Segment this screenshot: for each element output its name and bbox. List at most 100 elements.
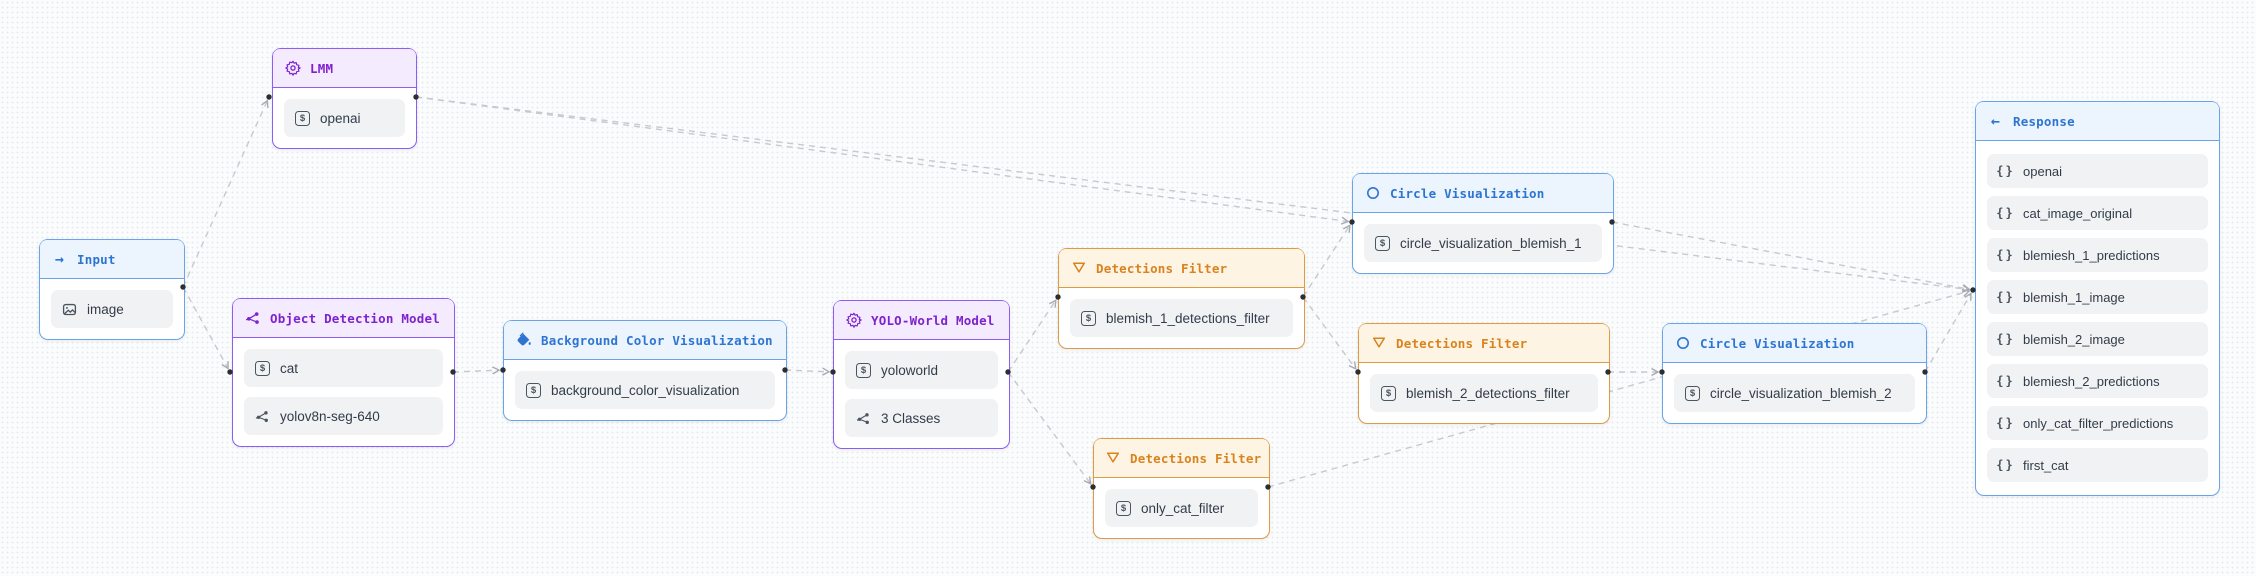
node-body: $yoloworld 3 Classes xyxy=(834,340,1009,448)
node-detections-filter-only-cat[interactable]: Detections Filter $only_cat_filter xyxy=(1093,438,1270,539)
node-item[interactable]: {}cat_image_original xyxy=(1987,196,2208,230)
edge-detections-filter-blemish-1-to-detections-filter-blemish-2 xyxy=(1302,296,1357,370)
node-item[interactable]: $circle_visualization_blemish_2 xyxy=(1674,374,1915,412)
node-title: LMM xyxy=(310,60,334,76)
node-header[interactable]: Detections Filter xyxy=(1059,249,1304,288)
edge-yolo-world-model-to-detections-filter-only-cat xyxy=(1007,371,1092,485)
node-item-label: only_cat_filter xyxy=(1141,500,1225,516)
node-item[interactable]: $cat xyxy=(244,349,443,387)
node-body: $ circle_visualization_blemish_1 xyxy=(1353,213,1613,273)
node-response[interactable]: ←Response{}openai{}cat_image_original{}b… xyxy=(1975,101,2220,496)
arrow-right-icon: → xyxy=(54,249,65,268)
node-header[interactable]: Circle Visualization xyxy=(1663,324,1926,363)
braces-icon: {} xyxy=(1996,332,2015,346)
node-item-label: cat xyxy=(280,360,299,376)
braces-icon: {} xyxy=(1996,290,2015,304)
node-item-label: blemish_2_detections_filter xyxy=(1406,385,1570,401)
node-lmm[interactable]: LMM $openai xyxy=(272,48,417,149)
node-header[interactable]: → Input xyxy=(40,240,184,279)
node-item[interactable]: $ circle_visualization_blemish_1 xyxy=(1364,224,1602,262)
node-item-label: circle_visualization_blemish_1 xyxy=(1400,235,1582,251)
node-item[interactable]: {}blemiesh_1_predictions xyxy=(1987,238,2208,272)
node-item[interactable]: $blemish_1_detections_filter xyxy=(1070,299,1293,337)
funnel-icon xyxy=(1070,260,1087,276)
node-title: Detections Filter xyxy=(1130,450,1262,466)
node-yolo-world-model[interactable]: YOLO-World Model $yoloworld 3 Classes xyxy=(833,300,1010,449)
node-item[interactable]: $ blemish_2_detections_filter xyxy=(1370,374,1598,412)
dollar-square-icon: $ xyxy=(1380,385,1397,401)
node-item[interactable]: $yoloworld xyxy=(845,351,998,389)
image-icon xyxy=(61,302,78,317)
node-header[interactable]: ← Response xyxy=(1976,102,2219,141)
node-body: {}openai{}cat_image_original{}blemiesh_1… xyxy=(1976,141,2219,495)
node-title: Input xyxy=(77,251,116,267)
node-item[interactable]: $background_color_visualization xyxy=(515,371,775,409)
node-title: Response xyxy=(2013,113,2075,129)
dollar-square-icon: $ xyxy=(1374,235,1391,251)
node-header[interactable]: LMM xyxy=(273,49,416,88)
node-item[interactable]: {}only_cat_filter_predictions xyxy=(1987,406,2208,440)
node-header[interactable]: Circle Visualization xyxy=(1353,174,1613,213)
dollar-square-icon: $ xyxy=(294,110,311,126)
node-item[interactable]: {}first_cat xyxy=(1987,448,2208,482)
braces-icon: {} xyxy=(1996,458,2015,472)
node-body: $openai xyxy=(273,88,416,148)
node-item-label: blemish_1_image xyxy=(2023,289,2125,305)
node-item[interactable]: {}blemish_2_image xyxy=(1987,322,2208,356)
node-item[interactable]: {}blemiesh_2_predictions xyxy=(1987,364,2208,398)
node-title: Detections Filter xyxy=(1096,260,1228,276)
node-item-label: yolov8n-seg-640 xyxy=(280,408,380,424)
node-header[interactable]: Background Color Visualization xyxy=(504,321,786,360)
edge-lmm-to-response xyxy=(415,96,1971,293)
arrow-left-icon: ← xyxy=(1990,111,2001,130)
node-circle-visualization-blemish-1[interactable]: Circle Visualization $ circle_visualizatio… xyxy=(1352,173,1614,274)
node-body: image xyxy=(40,279,184,339)
node-item[interactable]: {}openai xyxy=(1987,154,2208,188)
funnel-icon xyxy=(1105,450,1121,466)
edge-detections-filter-blemish-1-to-circle-visualization-blemish-1 xyxy=(1302,224,1351,298)
node-header[interactable]: Detections Filter xyxy=(1094,439,1269,478)
node-item-label: background_color_visualization xyxy=(551,382,740,398)
edge-object-detection-model-to-background-color-visualization xyxy=(452,366,501,375)
funnel-icon xyxy=(1370,335,1387,351)
node-body: $ blemish_2_detections_filter xyxy=(1359,363,1609,423)
node-item-label: cat_image_original xyxy=(2023,205,2133,221)
edge-background-color-visualization-to-yolo-world-model xyxy=(784,367,831,376)
model-graph-icon xyxy=(244,310,261,326)
node-header[interactable]: Detections Filter xyxy=(1359,324,1609,363)
node-item-label: blemiesh_2_predictions xyxy=(2023,373,2160,389)
node-item[interactable]: {} blemish_1_image xyxy=(1987,280,2208,314)
braces-icon: {} xyxy=(1996,248,2015,262)
gear-icon xyxy=(284,60,301,76)
gear-icon xyxy=(845,312,862,328)
node-circle-visualization-blemish-2[interactable]: Circle Visualization $circle_visualizatio… xyxy=(1662,323,1927,424)
node-item[interactable]: 3 Classes xyxy=(845,399,998,437)
model-graph-icon xyxy=(855,411,872,426)
node-title: Background Color Visualization xyxy=(541,332,773,348)
node-item-label: circle_visualization_blemish_2 xyxy=(1710,385,1892,401)
node-title: Object Detection Model xyxy=(270,310,440,326)
edge-circle-visualization-blemish-2-to-response xyxy=(1924,292,1972,373)
node-header[interactable]: YOLO-World Model xyxy=(834,301,1009,340)
node-item-label: image xyxy=(87,301,124,317)
node-item[interactable]: yolov8n-seg-640 xyxy=(244,397,443,435)
circle-icon xyxy=(1674,335,1691,351)
node-item[interactable]: $only_cat_filter xyxy=(1105,489,1258,527)
node-body: $circle_visualization_blemish_2 xyxy=(1663,363,1926,423)
node-detections-filter-blemish-1[interactable]: Detections Filter $blemish_1_detections_f… xyxy=(1058,248,1305,349)
node-item-label: only_cat_filter_predictions xyxy=(2023,415,2174,431)
node-item-label: openai xyxy=(2023,163,2063,179)
node-item[interactable]: image xyxy=(51,290,173,328)
node-input[interactable]: → Input image xyxy=(39,239,185,340)
node-background-color-visualization[interactable]: Background Color Visualization $backgroun… xyxy=(503,320,787,421)
node-item[interactable]: $openai xyxy=(284,99,405,137)
node-body: $cat yolov8n-seg-640 xyxy=(233,338,454,446)
node-object-detection-model[interactable]: Object Detection Model $cat yolov8n-seg-64… xyxy=(232,298,455,447)
paint-bucket-icon xyxy=(515,332,532,348)
node-body: $background_color_visualization xyxy=(504,360,786,420)
node-header[interactable]: Object Detection Model xyxy=(233,299,454,338)
node-body: $only_cat_filter xyxy=(1094,478,1269,538)
edge-circle-visualization-blemish-1-to-response xyxy=(1611,221,1971,293)
node-detections-filter-blemish-2[interactable]: Detections Filter $ blemish_2_detections_f… xyxy=(1358,323,1610,424)
